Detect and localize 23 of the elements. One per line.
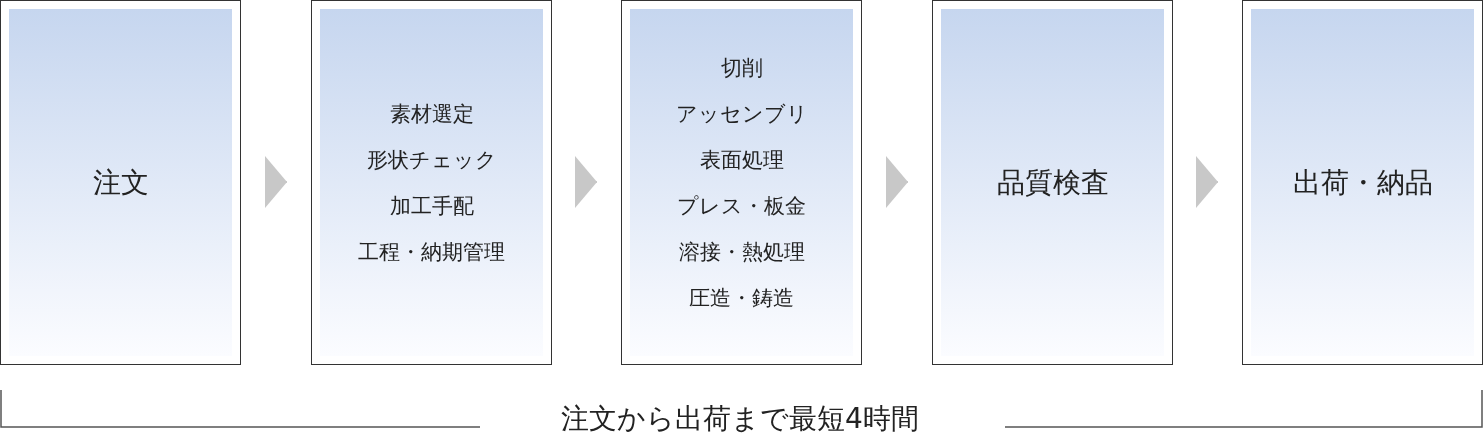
step-text: 溶接・熱処理 (678, 238, 805, 266)
process-box (1242, 0, 1483, 365)
chevron-arrow (885, 156, 909, 208)
step-text: アッセンブリ (675, 100, 808, 128)
step-text: 切削 (720, 54, 763, 82)
process-box (0, 0, 241, 365)
process-box (311, 0, 552, 365)
step-text: 形状チェック (366, 146, 497, 174)
step-text: 表面処理 (699, 146, 784, 174)
step-text: 注文 (92, 164, 149, 201)
step-text: 工程・納期管理 (358, 238, 505, 266)
process-box (621, 0, 862, 365)
step-text: 出荷・納品 (1292, 164, 1433, 201)
chevron-arrow (575, 156, 598, 208)
chevron-arrow (1196, 156, 1219, 208)
step-text: プレス・板金 (677, 192, 806, 220)
step-text: 品質検査 (996, 164, 1109, 201)
step-text: 素材選定 (389, 100, 474, 128)
step-text: 圧造・鋳造 (689, 284, 794, 312)
process-box (932, 0, 1173, 365)
chevron-arrow (264, 156, 288, 208)
step-text: 加工手配 (389, 192, 474, 220)
note-text: 注文から出荷まで最短4時間 (560, 401, 920, 437)
